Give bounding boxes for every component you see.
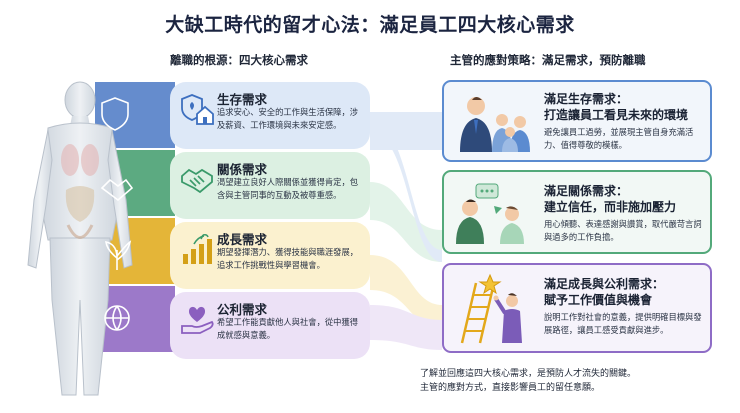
strategy-subtitle: 建立信任，而非施加壓力	[544, 200, 677, 214]
band-shield-icon	[101, 97, 129, 131]
handshake-icon	[181, 168, 213, 194]
growth-chart-icon	[183, 233, 212, 264]
band-icons	[100, 97, 134, 331]
footer-line-1: 了解並回應這四大核心需求，是預防人才流失的關鍵。	[420, 369, 637, 379]
need-description: 渴望建立良好人際關係並獲得肯定，包含與主管同事的互動及被尊重感。	[217, 177, 359, 200]
listening-conversation-illustration	[456, 183, 524, 244]
shield-house-icon	[181, 94, 214, 125]
strategy-card-growth-public: 滿足成長與公利需求： 賦予工作價值與機會 說明工作對社會的意義，提供明確目標與發…	[442, 263, 712, 353]
page-title: 大缺工時代的留才心法：滿足員工四大核心需求	[165, 14, 575, 36]
manager-with-team-illustration	[460, 97, 530, 152]
strategy-title: 滿足關係需求：	[544, 184, 629, 198]
strategy-title: 滿足成長與公利需求：	[544, 277, 665, 291]
strategy-subtitle: 打造讓員工看見未來的環境	[544, 108, 689, 122]
strategy-card-relationship: 滿足關係需求： 建立信任，而非施加壓力 用心傾聽、表達感謝與讚賞，取代嚴苛言詞與…	[442, 170, 712, 254]
need-title: 公利需求	[217, 302, 268, 317]
heart-hand-icon	[181, 306, 214, 334]
need-card-survival: 生存需求 追求安心、安全的工作與生活保障，涉及薪資、工作環境與未來安定感。	[170, 82, 370, 149]
band-handshake-icon	[100, 178, 134, 202]
need-description: 希望工作能貢獻他人與社會，從中獲得成就感與意義。	[217, 317, 359, 340]
footer-line-2: 主管的應對方式，直接影響員工的留任意願。	[420, 382, 601, 393]
need-description: 期望發揮潛力、獲得技能與職涯發展，追求工作挑戰性與學習機會。	[217, 247, 359, 270]
strategy-description: 避免讓員工過勞，並展現主管自身充滿活力、值得尊敬的模樣。	[544, 127, 694, 150]
band-sprout-icon	[105, 240, 132, 270]
need-title: 生存需求	[217, 92, 268, 107]
flow-survival-cross	[370, 120, 442, 262]
human-figure	[27, 81, 133, 396]
need-description: 追求安心、安全的工作與生活保障，涉及薪資、工作環境與未來安定感。	[217, 107, 359, 130]
need-card-relationship: 關係需求 渴望建立良好人際關係並獲得肯定，包含與主管同事的互動及被尊重感。	[170, 152, 370, 219]
need-card-public: 公利需求 希望工作能貢獻他人與社會，從中獲得成就感與意義。	[170, 292, 370, 359]
strategy-card-survival: 滿足生存需求： 打造讓員工看見未來的環境 避免讓員工過勞，並展現主管自身充滿活力…	[442, 80, 712, 162]
need-title: 關係需求	[217, 162, 268, 177]
flow-public	[370, 305, 442, 350]
right-section-heading: 主管的應對策略：滿足需求，預防離職	[450, 53, 646, 67]
need-title: 成長需求	[217, 232, 268, 247]
left-section-heading: 離職的根源：四大核心需求	[170, 53, 308, 67]
footer-note: 了解並回應這四大核心需求，是預防人才流失的關鍵。 主管的應對方式，直接影響員工的…	[420, 368, 730, 395]
body-color-bands	[95, 82, 175, 352]
strategy-title: 滿足生存需求：	[544, 92, 629, 106]
strategy-description: 用心傾聽、表達感謝與讚賞，取代嚴苛言詞與過多的工作負擔。	[544, 219, 702, 242]
strategy-subtitle: 賦予工作價值與機會	[544, 293, 653, 307]
need-card-growth: 成長需求 期望發揮潛力、獲得技能與職涯發展，追求工作挑戰性與學習機會。	[170, 222, 370, 289]
ladder-to-star-illustration	[460, 273, 522, 344]
flow-ribbons	[370, 112, 442, 350]
flow-growth	[370, 255, 442, 330]
strategy-description: 說明工作對社會的意義，提供明確目標與發展路徑，讓員工感受貢獻與進步。	[544, 312, 702, 335]
